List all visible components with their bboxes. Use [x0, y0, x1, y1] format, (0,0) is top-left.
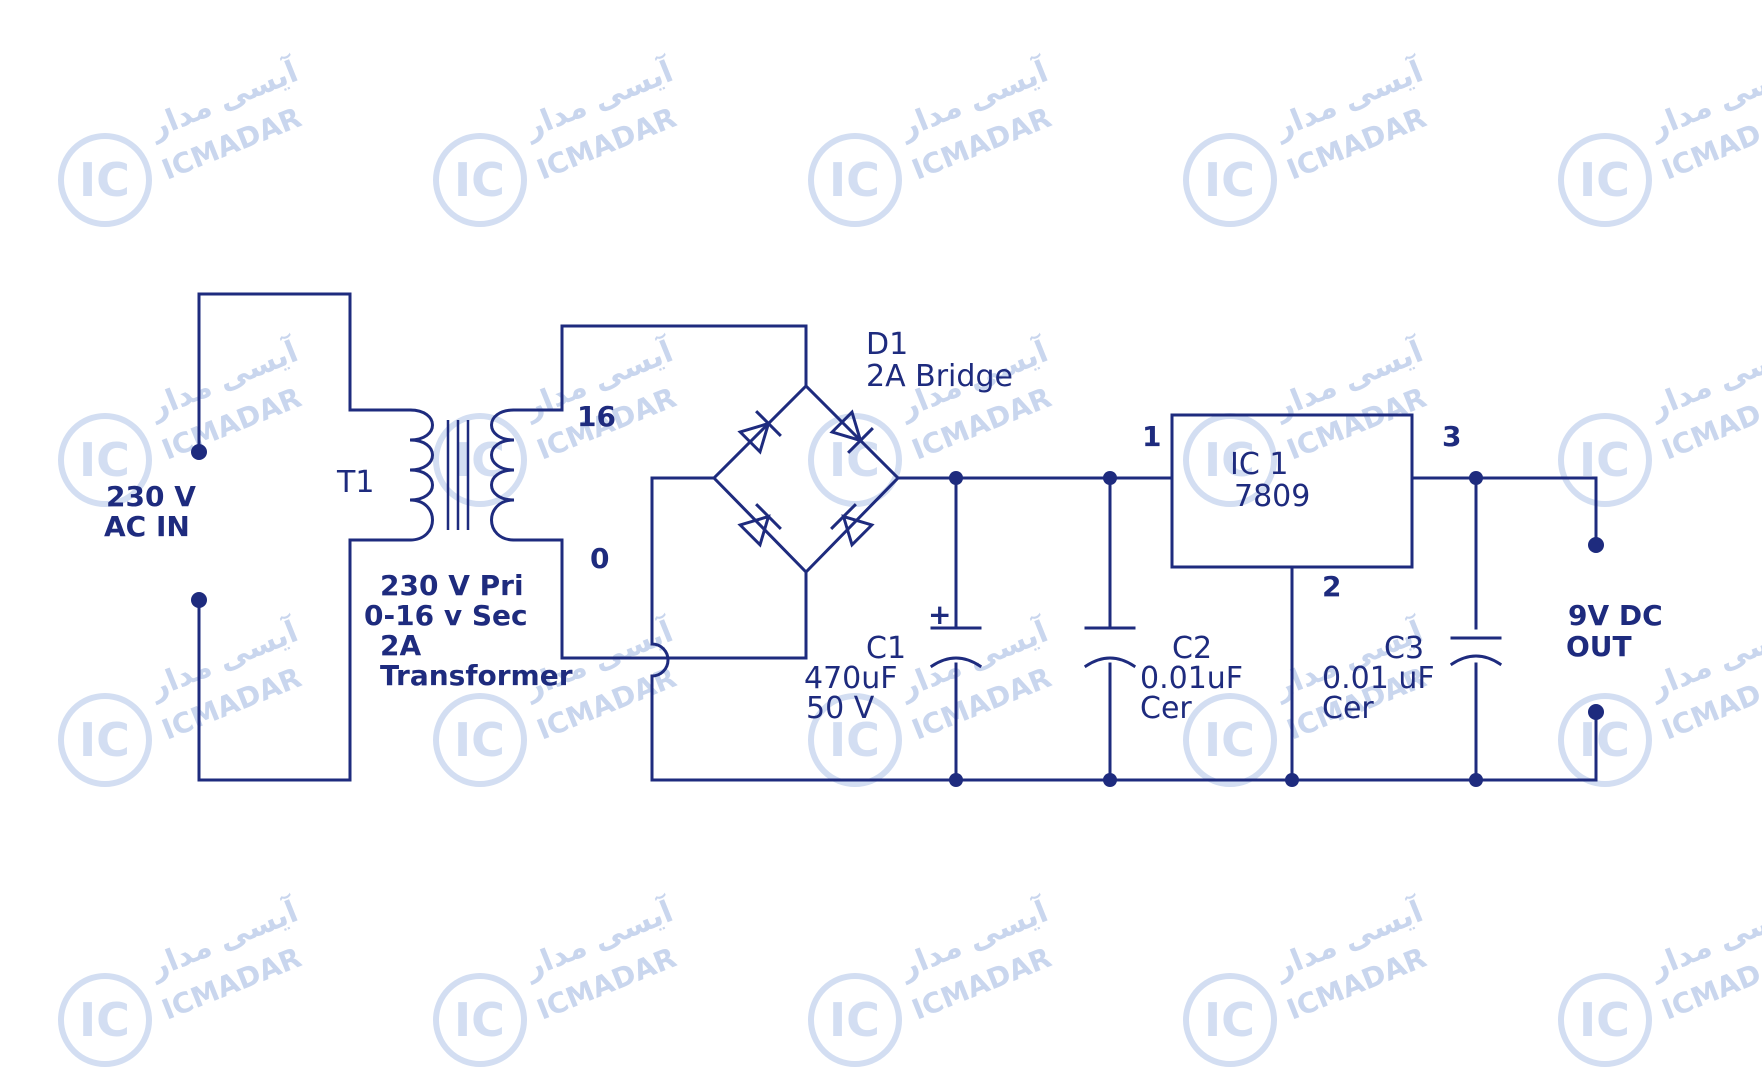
- watermark-logo-circle: [808, 693, 902, 787]
- ic-pin3-label: 3: [1442, 420, 1461, 453]
- c2-value-label: 0.01uF: [1140, 661, 1243, 696]
- watermark-logo-text: IC: [79, 993, 130, 1047]
- secondary-0-label: 0: [590, 542, 609, 575]
- c1-value-label: 470uF: [804, 661, 898, 696]
- watermark-logo-text: IC: [79, 713, 130, 767]
- ic-pin1-label: 1: [1142, 420, 1161, 453]
- watermark-logo-circle: [433, 133, 527, 227]
- capacitor-c3: [1449, 636, 1503, 667]
- watermark-logo-text: IC: [829, 153, 880, 207]
- c2-label: C2: [1172, 631, 1212, 666]
- bridge-rectifier-d1: [711, 383, 901, 575]
- watermark-logo-text: IC: [1204, 433, 1255, 487]
- watermark-logo-circle: [1558, 693, 1652, 787]
- watermark-logo-circle: [433, 413, 527, 507]
- c3-type-label: Cer: [1322, 691, 1374, 726]
- watermark-logo-circle: [808, 973, 902, 1067]
- watermark-logo-text: IC: [1204, 993, 1255, 1047]
- c3-value-label: 0.01 uF: [1322, 661, 1435, 696]
- d1-type-label: 2A Bridge: [866, 359, 1013, 394]
- watermark-logo-circle: [1183, 973, 1277, 1067]
- secondary-16-label: 16: [577, 400, 616, 433]
- watermark-logo-circle: [58, 413, 152, 507]
- watermark-logo-circle: [58, 693, 152, 787]
- transformer-spec-line4: Transformer: [380, 659, 573, 692]
- ic-part-label: 7809: [1234, 479, 1310, 514]
- t1-label: T1: [336, 465, 374, 500]
- watermark-logo-circle: [433, 973, 527, 1067]
- wiring: [197, 292, 1598, 782]
- watermark-logo-text: IC: [79, 433, 130, 487]
- watermark-logo-text: IC: [829, 713, 880, 767]
- transformer-t1: [408, 408, 516, 542]
- d1-label: D1: [866, 327, 908, 362]
- c1-label: C1: [866, 631, 906, 666]
- watermark-logo-text: IC: [829, 993, 880, 1047]
- watermark-logo-text: IC: [1204, 713, 1255, 767]
- c1-plus-label: +: [928, 598, 951, 631]
- output-label-line2: OUT: [1566, 630, 1632, 663]
- watermark-logo-circle: [58, 973, 152, 1067]
- ic-name-label: IC 1: [1230, 447, 1288, 482]
- output-label-line1: 9V DC: [1568, 599, 1663, 632]
- watermark-logo-text: IC: [454, 713, 505, 767]
- watermark-logo-circle: [1558, 413, 1652, 507]
- watermark-logo-text: IC: [1579, 993, 1630, 1047]
- watermark-logo-circle: [1558, 973, 1652, 1067]
- capacitor-c1: [929, 626, 983, 669]
- ic-pin2-label: 2: [1322, 570, 1341, 603]
- labels: 230 V AC IN T1 16 0 230 V Pri 0-16 v Sec…: [104, 327, 1663, 726]
- watermark-logo-text: IC: [454, 993, 505, 1047]
- c1-voltage-label: 50 V: [806, 691, 875, 726]
- watermark-logo-text: IC: [1204, 153, 1255, 207]
- watermark-logo-text: IC: [829, 433, 880, 487]
- watermark-logo-circle: [58, 133, 152, 227]
- ac-in-voltage-label: 230 V: [106, 480, 196, 513]
- watermark-logo-circle: [808, 133, 902, 227]
- watermark-logo-text: IC: [454, 433, 505, 487]
- c2-type-label: Cer: [1140, 691, 1192, 726]
- capacitor-c2: [1083, 626, 1137, 669]
- watermark-logo-text: IC: [79, 153, 130, 207]
- watermark-logo-circle: [1183, 693, 1277, 787]
- ac-in-label: AC IN: [104, 510, 190, 543]
- transformer-spec-line3: 2A: [380, 629, 421, 662]
- watermark-logo-text: IC: [1579, 153, 1630, 207]
- watermark-logo-circle: [1558, 133, 1652, 227]
- watermark-logo-text: IC: [454, 153, 505, 207]
- regulator-ic1: [1170, 413, 1414, 569]
- watermark-logo-circle: [433, 693, 527, 787]
- transformer-spec-line1: 230 V Pri: [380, 569, 524, 602]
- c3-label: C3: [1384, 631, 1424, 666]
- watermark-logo-text: IC: [1579, 713, 1630, 767]
- watermark-logo-circle: [1183, 133, 1277, 227]
- junction-dots: [191, 444, 1604, 787]
- transformer-spec-line2: 0-16 v Sec: [364, 599, 528, 632]
